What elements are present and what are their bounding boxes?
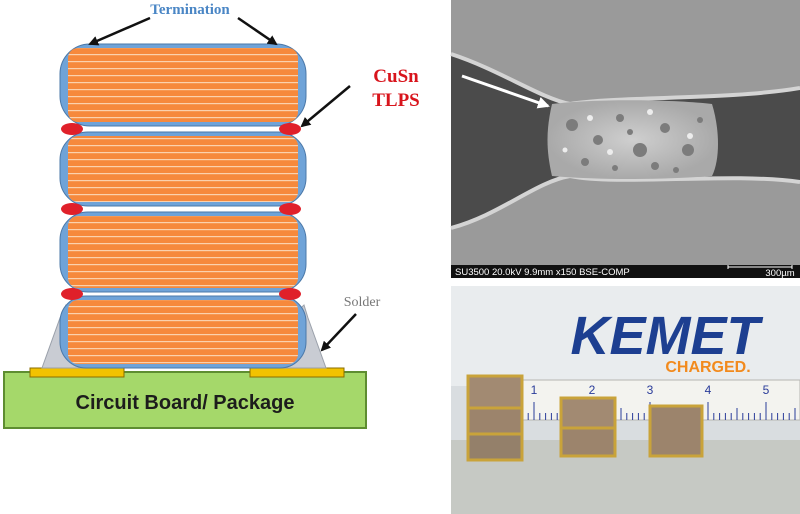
termination-arrow-left	[88, 16, 151, 46]
ruler-number-1: 1	[531, 383, 538, 397]
sem-arrow	[461, 74, 550, 109]
tlps-arrow	[300, 85, 351, 128]
ruler-number-5: 5	[763, 383, 770, 397]
sem-info-bar: SU3500 20.0kV 9.9mm x150 BSE-COMP	[455, 267, 630, 278]
capacitor-single	[648, 404, 704, 458]
solder-arrow	[320, 313, 357, 352]
solder-pad-left	[29, 367, 125, 378]
ruler-number-4: 4	[705, 383, 712, 397]
sem-scale-bar	[727, 265, 793, 269]
product-photo: KEMET CHARGED. 1 2 3 4 5	[451, 286, 800, 514]
capacitor-1	[59, 43, 307, 127]
tlps-label: TLPS	[372, 90, 420, 111]
cusn-label: CuSn	[373, 66, 419, 87]
solder-pad-right	[249, 367, 345, 378]
sem-micrograph: SU3500 20.0kV 9.9mm x150 BSE-COMP 300µm	[450, 0, 800, 279]
capacitor-stack-large	[466, 374, 524, 462]
board-label: Circuit Board/ Package	[76, 392, 295, 414]
tlps-joints	[61, 123, 301, 300]
ruler: 1 2 3 4 5	[469, 379, 800, 421]
ruler-number-3: 3	[647, 383, 654, 397]
capacitor-2	[59, 131, 307, 207]
sem-scale-label: 300µm	[765, 268, 794, 279]
capacitor-stack-medium	[559, 396, 617, 458]
stack-diagram: Termination CuSn TLPS Solder Circuit Boa…	[3, 2, 420, 429]
termination-arrow-right	[237, 16, 278, 46]
kemet-logo: KEMET	[571, 306, 764, 366]
capacitor-3	[59, 211, 307, 293]
circuit-board	[3, 371, 367, 429]
termination-label: Termination	[150, 2, 230, 18]
kemet-charged: CHARGED.	[665, 359, 750, 376]
capacitor-4	[59, 295, 307, 369]
ruler-number-2: 2	[589, 383, 596, 397]
solder-label: Solder	[344, 295, 381, 310]
